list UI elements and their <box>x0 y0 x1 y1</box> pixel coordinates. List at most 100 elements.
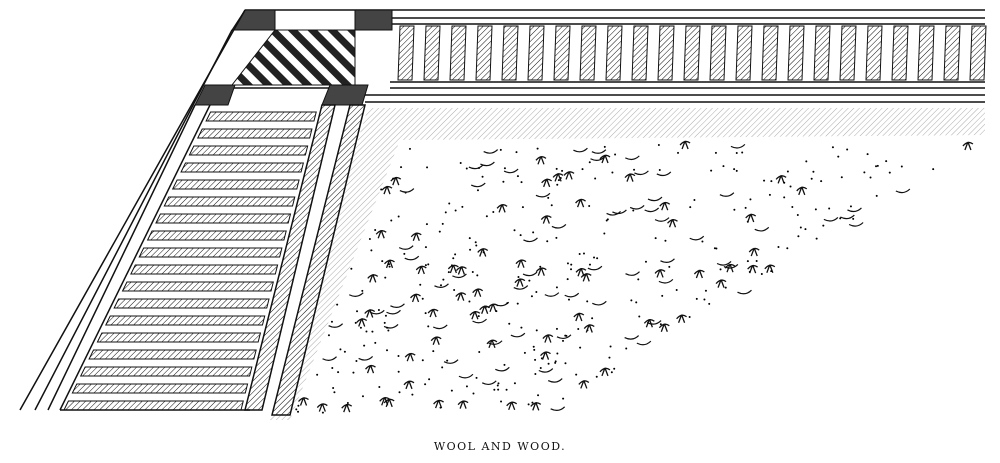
curl-mark <box>612 209 627 215</box>
slat <box>71 383 249 394</box>
curl-mark <box>587 265 603 271</box>
dot-mark <box>424 264 427 267</box>
leaf-mark <box>415 265 427 275</box>
curl-mark <box>495 366 510 372</box>
leaf-mark <box>745 213 757 223</box>
dot-mark <box>820 180 823 183</box>
leaf-mark <box>667 219 678 228</box>
dot-mark <box>508 322 511 325</box>
dot-mark <box>677 151 680 154</box>
curl-mark <box>369 309 385 315</box>
dot-mark <box>424 312 427 315</box>
curl-mark <box>551 223 567 229</box>
curl-mark <box>606 211 621 216</box>
leaf-mark <box>477 248 489 257</box>
dot-mark <box>403 252 406 255</box>
dot-mark <box>547 362 550 365</box>
curl-mark <box>625 271 640 276</box>
dot-mark <box>741 151 744 154</box>
dot-mark <box>346 402 349 405</box>
dot-mark <box>476 274 479 277</box>
dot-mark <box>840 176 843 179</box>
dot-mark <box>578 252 581 255</box>
curl-mark <box>737 289 752 295</box>
slat <box>839 25 857 81</box>
dot-mark <box>768 193 771 196</box>
leaf-mark <box>375 230 387 239</box>
dot-mark <box>577 328 580 331</box>
slat <box>813 25 831 81</box>
dot-mark <box>527 403 530 406</box>
dot-mark <box>900 165 903 168</box>
leaf-mark <box>542 334 554 343</box>
dot-mark <box>446 359 449 362</box>
curl-mark <box>468 164 484 170</box>
dot-mark <box>454 209 457 212</box>
curl-mark <box>634 170 649 176</box>
dot-mark <box>515 151 518 154</box>
left-border <box>19 9 366 416</box>
dot-mark <box>427 325 430 328</box>
dot-mark <box>695 297 698 300</box>
dot-mark <box>688 316 691 319</box>
leaf-mark <box>573 312 585 322</box>
dot-mark <box>355 359 358 362</box>
leaf-mark <box>796 186 808 196</box>
curl-mark <box>550 406 566 412</box>
dot-mark <box>888 171 891 174</box>
dot-mark <box>735 151 738 154</box>
dot-mark <box>575 373 578 376</box>
curl-mark <box>472 318 487 324</box>
dot-mark <box>428 378 431 381</box>
dot-mark <box>447 271 450 274</box>
slat <box>163 196 296 207</box>
slat <box>423 25 441 81</box>
slat <box>631 25 649 81</box>
slat <box>105 315 266 326</box>
slat <box>96 332 262 343</box>
dot-mark <box>719 268 722 271</box>
leaf-mark <box>676 314 687 323</box>
leaf-mark <box>455 266 467 275</box>
dot-mark <box>675 289 678 292</box>
dot-mark <box>625 347 628 350</box>
dot-mark <box>537 394 540 397</box>
leaf-mark <box>540 215 552 224</box>
curl-mark <box>723 264 739 269</box>
dot-mark <box>566 262 569 265</box>
dot-mark <box>786 247 789 250</box>
leaf-mark <box>658 323 670 332</box>
dot-mark <box>796 213 799 216</box>
leaf-mark <box>379 397 391 406</box>
leaf-mark <box>364 309 376 318</box>
dot-mark <box>770 270 773 273</box>
dot-mark <box>503 363 506 366</box>
dot-mark <box>603 232 606 235</box>
leaf-mark <box>469 310 481 320</box>
dot-mark <box>478 351 481 354</box>
slat <box>475 25 493 81</box>
dot-mark <box>333 391 336 394</box>
dot-mark <box>608 356 611 359</box>
dot-mark <box>471 270 474 273</box>
dot-mark <box>421 359 424 362</box>
slat <box>180 162 304 173</box>
curl-mark <box>716 261 732 266</box>
dot-mark <box>330 320 333 323</box>
slat <box>146 230 287 241</box>
dot-mark <box>875 194 878 197</box>
leaf-mark <box>486 339 498 349</box>
dot-mark <box>332 387 335 390</box>
dot-mark <box>421 297 424 300</box>
slat <box>969 25 987 81</box>
dot-mark <box>760 273 763 276</box>
curl-mark <box>480 161 495 167</box>
dot-mark <box>386 326 389 329</box>
slat <box>917 25 935 81</box>
curl-mark <box>629 204 645 210</box>
curl-mark <box>535 192 551 198</box>
dot-mark <box>722 165 725 168</box>
curl-mark <box>847 207 862 213</box>
dot-mark <box>714 151 717 154</box>
dot-mark <box>398 391 401 394</box>
